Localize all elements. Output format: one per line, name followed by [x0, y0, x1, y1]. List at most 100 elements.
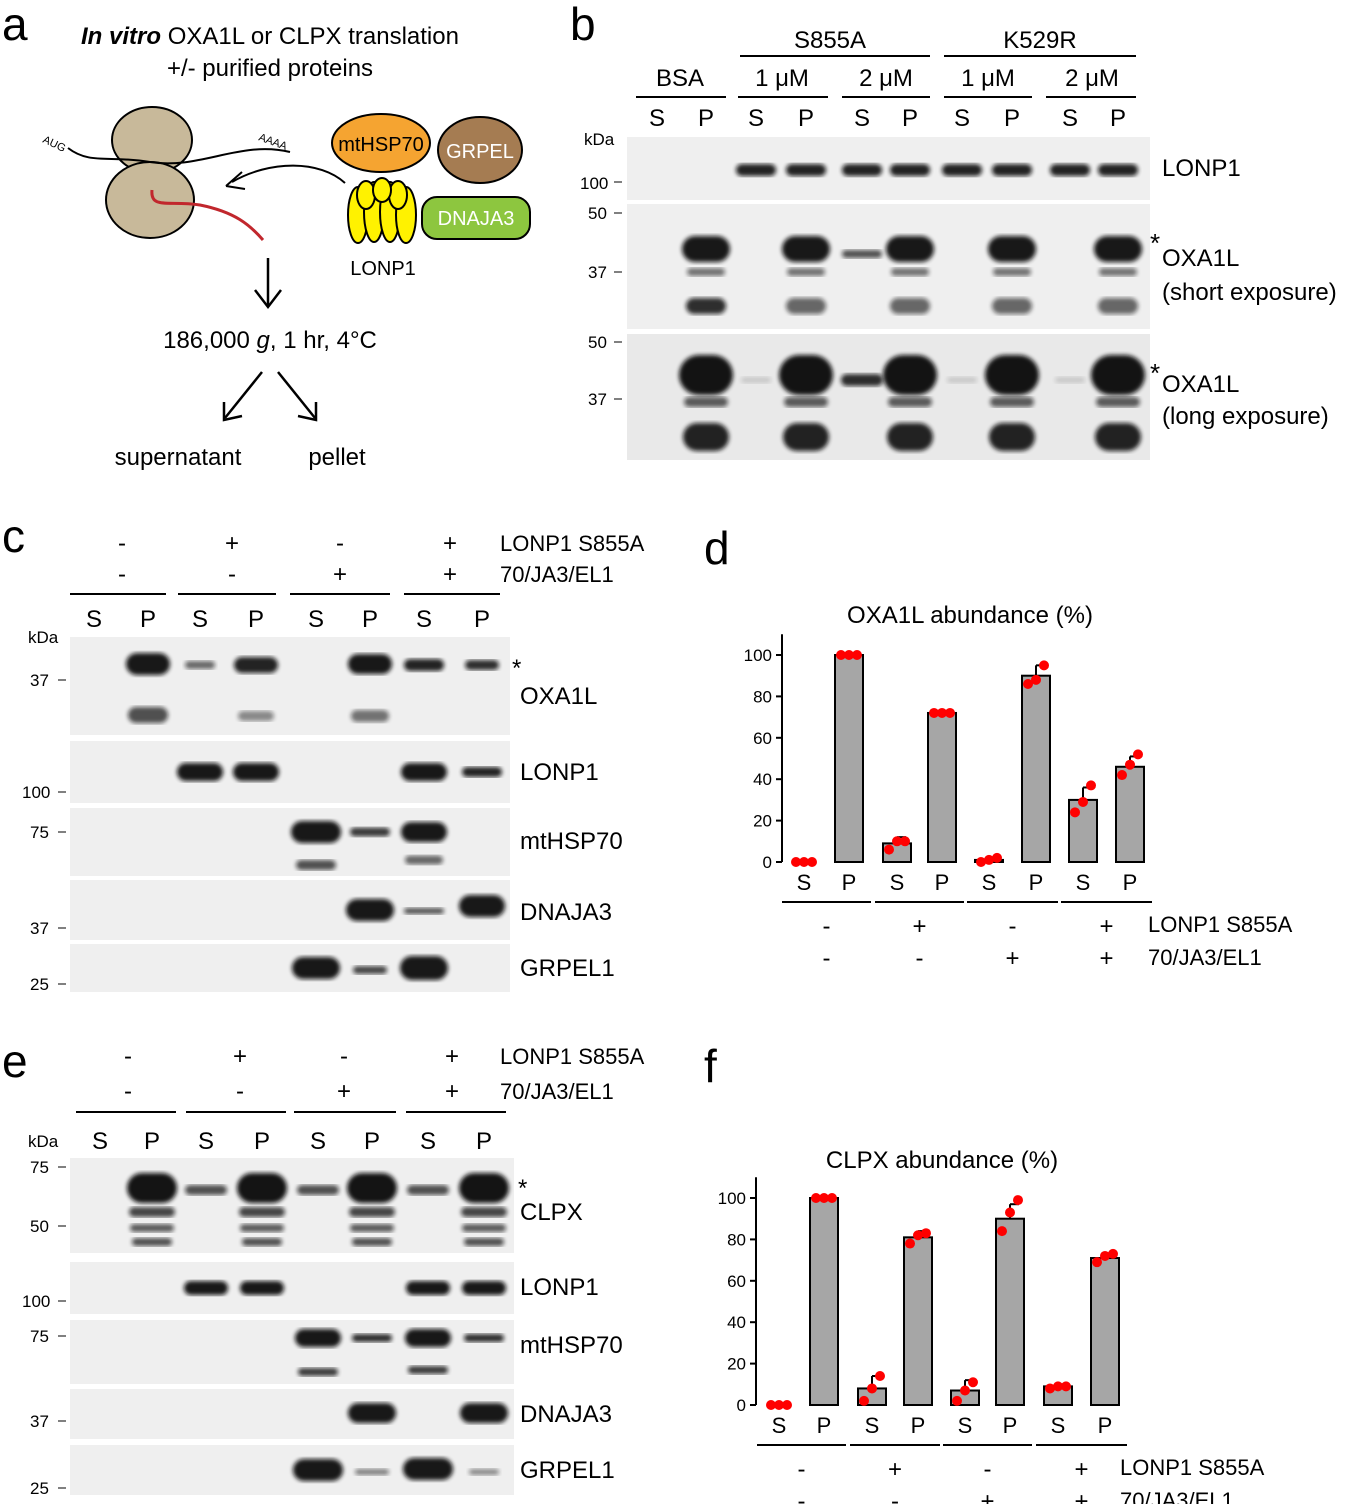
band-b-oxa1l-short-supernatant	[842, 250, 882, 258]
band-b-oxa1l-short-main	[682, 236, 730, 262]
group-sign-chaperones: +	[1074, 1488, 1088, 1504]
panel-c-row2-label: 70/JA3/EL1	[500, 562, 614, 587]
label-e-mthsp70: mtHSP70	[520, 1332, 623, 1359]
band-c-oxa1l-low	[238, 711, 274, 721]
bar	[995, 1217, 1025, 1406]
data-point	[811, 1193, 821, 1203]
x-tick-label: P	[1098, 1413, 1113, 1438]
row-label-chaperones: 70/JA3/EL1	[1120, 1488, 1234, 1504]
label-c-dnaja3: DNAJA3	[520, 899, 612, 926]
blot-e-mthsp70	[70, 1320, 514, 1384]
band-e-dnaja3	[460, 1403, 508, 1423]
band-b-oxa1l-short-low	[992, 298, 1032, 314]
tick-e-100: 100	[22, 1292, 50, 1311]
panel-letter-d: d	[704, 522, 730, 574]
panel-c-row1-label: LONP1 S855A	[500, 531, 645, 556]
band-c-lonp1	[233, 763, 279, 781]
chart-title: OXA1L abundance (%)	[847, 602, 1093, 629]
split-arrows	[222, 371, 318, 422]
sign-c-chaperones: -	[118, 561, 126, 588]
label-b-short-exposure: (short exposure)	[1162, 279, 1337, 306]
ribosome-large-subunit	[105, 161, 195, 239]
data-point	[791, 857, 801, 867]
data-point	[867, 1383, 877, 1394]
data-point	[1086, 780, 1096, 791]
data-point	[1108, 1248, 1118, 1259]
band-b-lonp1	[1050, 164, 1090, 176]
x-tick-label: P	[842, 870, 857, 895]
data-point	[1092, 1257, 1102, 1268]
sign-e-chaperones: -	[236, 1078, 244, 1105]
data-point	[1045, 1383, 1055, 1394]
mthsp70-label: mtHSP70	[338, 134, 424, 156]
label-e-dnaja3: DNAJA3	[520, 1401, 612, 1428]
band-b-oxa1l-short-low	[686, 298, 726, 314]
panel-a-title: In vitro OXA1L or CLPX translation	[81, 23, 459, 50]
band-e-lonp1	[406, 1281, 450, 1295]
label-b-long-exposure: (long exposure)	[1162, 403, 1329, 430]
blot-c-dnaja3	[70, 880, 510, 940]
x-tick-label: P	[935, 870, 950, 895]
band-b-oxa1l-long-mid	[990, 397, 1034, 407]
blot-e-dnaja3	[70, 1389, 514, 1439]
bar	[903, 1236, 933, 1406]
panel-c-kda: kDa	[28, 628, 59, 647]
band-e-clpx-mid	[461, 1207, 507, 1217]
data-point	[1061, 1381, 1071, 1392]
centrifugation-arrow	[254, 258, 282, 310]
band-e-clpx-low	[130, 1224, 174, 1232]
data-point	[1005, 1207, 1015, 1218]
mrna-aug-label: AUG	[41, 134, 68, 155]
band-b-oxa1l-short-main	[988, 236, 1036, 262]
panel-letter-f: f	[704, 1040, 717, 1092]
tick-c-100: 100	[22, 783, 50, 802]
band-b-oxa1l-long-faint	[741, 377, 771, 383]
band-b-oxa1l-long-mid	[888, 397, 932, 407]
lane-label-c: P	[248, 606, 264, 633]
lane-label-b: P	[1110, 105, 1126, 132]
group-sign-chaperones: -	[916, 945, 924, 972]
lane-label-e: S	[420, 1128, 436, 1155]
data-point	[1133, 749, 1143, 760]
group-sign-lonp1: +	[1099, 913, 1113, 940]
y-tick-label: 40	[753, 770, 772, 789]
data-point	[945, 707, 955, 718]
band-e-clpx-supernatant	[297, 1185, 339, 1195]
lane-label-b: S	[748, 105, 764, 132]
label-e-lonp1: LONP1	[520, 1274, 599, 1301]
group-sign-lonp1: +	[888, 1456, 902, 1483]
tick-b-50a: 50	[588, 204, 607, 223]
row-label-chaperones: 70/JA3/EL1	[1148, 945, 1262, 970]
group-header-s855a: S855A	[794, 27, 866, 54]
band-e-clpx-bottom	[352, 1238, 392, 1246]
data-point	[913, 1230, 923, 1241]
data-point	[1023, 678, 1033, 689]
lane-label-e: P	[144, 1128, 160, 1155]
band-c-grpel1	[353, 966, 387, 974]
band-b-oxa1l-long-faint	[947, 377, 977, 383]
lane-label-b: P	[902, 105, 918, 132]
data-point	[937, 707, 947, 718]
lane-label-c: P	[140, 606, 156, 633]
data-point	[852, 650, 862, 660]
band-e-lonp1	[240, 1281, 284, 1295]
bar	[834, 654, 864, 863]
band-b-oxa1l-short-low	[890, 298, 930, 314]
x-tick-label: S	[772, 1413, 787, 1438]
y-tick-label: 40	[727, 1313, 746, 1332]
sign-e-lonp1: -	[124, 1043, 132, 1070]
lonp1-label: LONP1	[350, 258, 416, 280]
band-b-oxa1l-short-mid	[891, 268, 929, 276]
band-e-clpx-mid	[239, 1207, 285, 1217]
data-point	[884, 844, 894, 855]
band-e-clpx-low	[240, 1224, 284, 1232]
x-tick-label: P	[1003, 1413, 1018, 1438]
data-point	[992, 852, 1002, 863]
centrifugation-unit: g	[257, 327, 271, 354]
tick-b-50b: 50	[588, 333, 607, 352]
lane-label-b: S	[954, 105, 970, 132]
data-point	[900, 836, 910, 847]
